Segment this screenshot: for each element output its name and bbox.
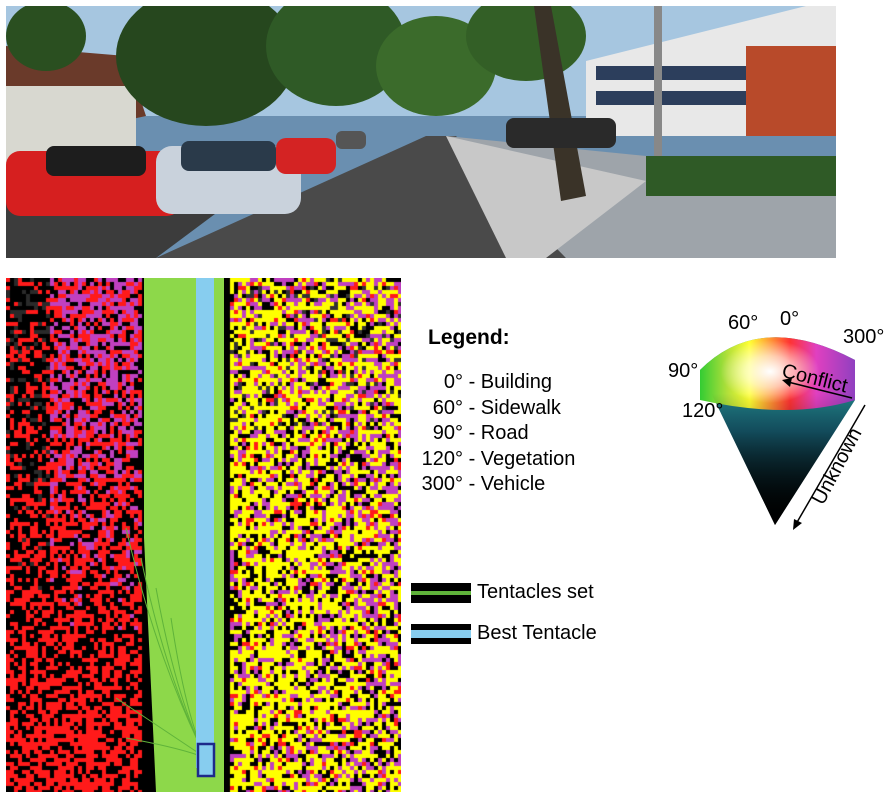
legend-list: 0° - Building 60° - Sidewalk 90° - Road …: [408, 370, 648, 498]
legend-title: Legend:: [428, 326, 510, 349]
color-cone-diagram: 60° 0° 300° 90° 120° Conflict Unknown: [640, 300, 896, 540]
legend-angle: 0°: [443, 371, 463, 393]
street-scene-illustration: [6, 6, 836, 258]
street-photo: [6, 6, 836, 258]
legend-angle: 300°: [421, 473, 463, 495]
cone-label-60: 60°: [728, 312, 759, 334]
tentacles-set-stripe: [411, 590, 471, 595]
tentacle-overlay: [115, 278, 224, 792]
legend-label: - Building: [468, 371, 552, 393]
cone-label-300: 300°: [843, 326, 885, 348]
color-cone: [700, 337, 866, 530]
legend-item-sidewalk: 60° - Sidewalk: [408, 396, 648, 422]
legend-angle: 120°: [421, 447, 463, 470]
conflict-arrow: [787, 381, 853, 399]
tentacles-set-label: Tentacles set: [477, 581, 594, 603]
legend-angle: 60°: [432, 396, 463, 419]
cone-label-120: 120°: [682, 400, 724, 422]
legend-item-vehicle: 300° - Vehicle: [408, 472, 648, 498]
occupancy-grid-map: [6, 278, 401, 792]
conflict-arrowhead: [782, 378, 792, 387]
legend-item-building: 0° - Building: [408, 370, 648, 396]
unknown-arrowhead: [793, 519, 802, 530]
cone-white-core: [715, 340, 825, 410]
tentacles-set-legend: Tentacles set: [411, 581, 594, 604]
best-tentacle-swatch: [411, 623, 471, 644]
cone-label-0: 0°: [780, 308, 800, 330]
tentacles-set-swatch: [411, 582, 471, 603]
legend-label: - Road: [468, 422, 529, 444]
best-tentacle: [196, 278, 214, 768]
best-tentacle-legend: Best Tentacle: [411, 622, 597, 645]
best-tentacle-label: Best Tentacle: [477, 622, 597, 644]
ego-vehicle: [196, 742, 216, 778]
legend-item-vegetation: 120° - Vegetation: [408, 447, 648, 473]
legend-angle: 90°: [432, 422, 463, 444]
best-tentacle-stripe: [411, 629, 471, 638]
unknown-arrow: [795, 404, 866, 525]
legend-label: - Vehicle: [468, 473, 546, 495]
legend-item-road: 90° - Road: [408, 421, 648, 447]
cone-label-90: 90°: [668, 360, 699, 382]
legend-label: - Vegetation: [468, 447, 576, 470]
legend-label: - Sidewalk: [468, 396, 561, 419]
